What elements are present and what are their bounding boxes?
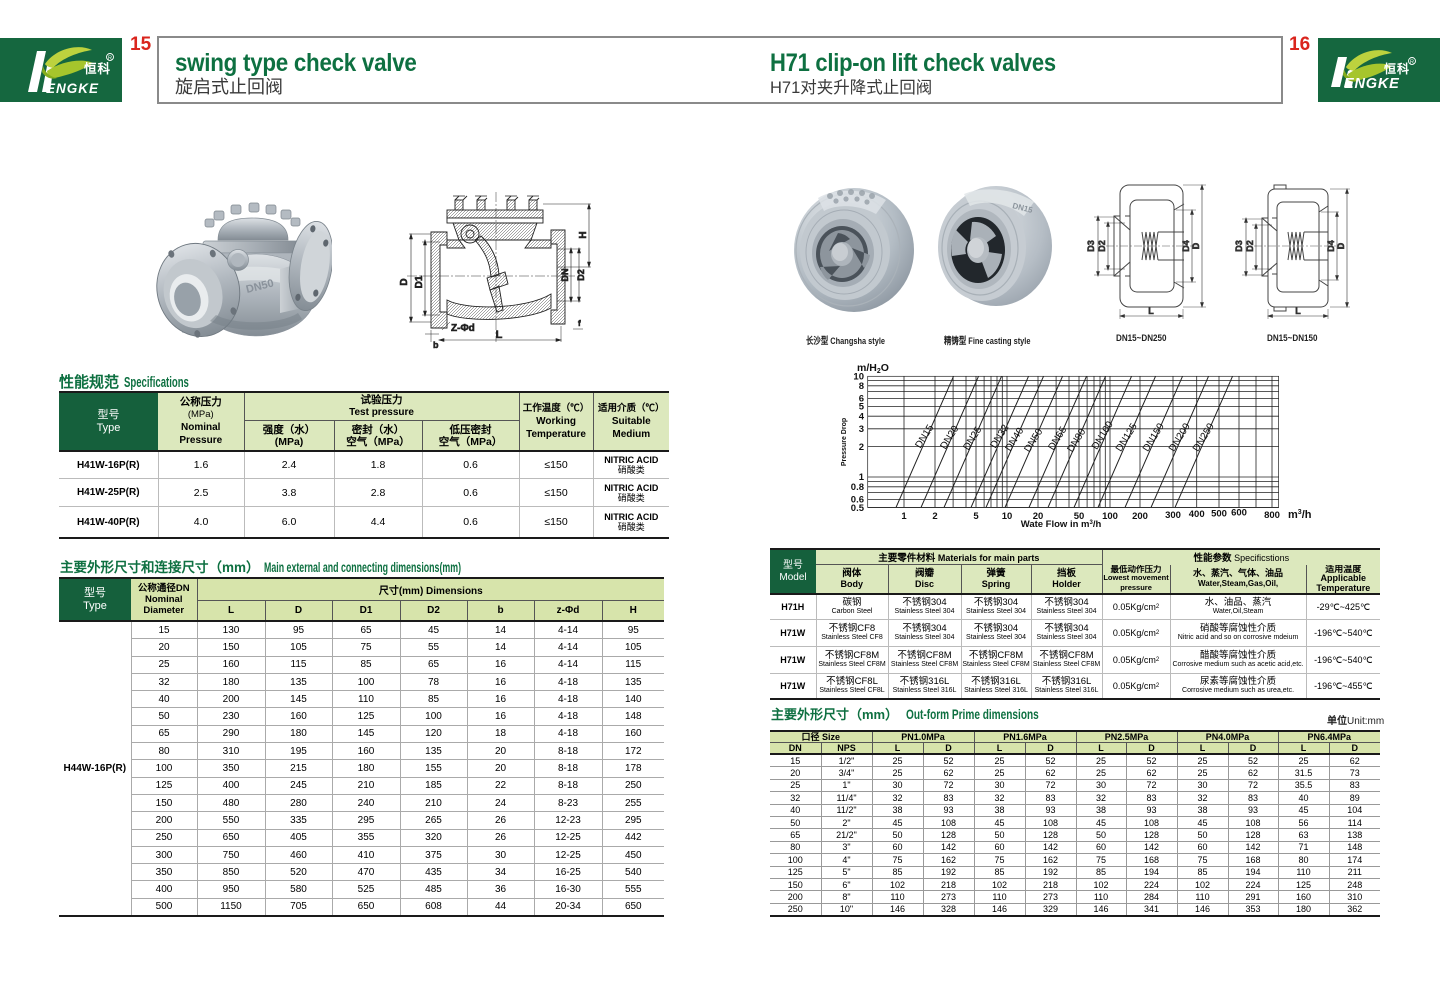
svg-text:m/H2O: m/H2O <box>857 362 889 375</box>
svg-text:500: 500 <box>1211 509 1227 520</box>
svg-text:D4: D4 <box>1326 240 1336 252</box>
svg-text:R: R <box>108 56 112 62</box>
svg-text:10: 10 <box>853 372 864 383</box>
svg-text:400: 400 <box>1189 509 1205 520</box>
svg-text:Wate Flow in m3/h: Wate Flow in m3/h <box>1021 519 1102 530</box>
svg-text:200: 200 <box>1132 511 1148 522</box>
svg-text:5: 5 <box>859 402 865 413</box>
svg-text:L: L <box>1148 306 1154 316</box>
svg-text:6: 6 <box>859 394 864 405</box>
svg-text:D2: D2 <box>1245 240 1255 252</box>
svg-text:恒科: 恒科 <box>84 61 111 76</box>
svg-text:8: 8 <box>859 381 864 392</box>
svg-text:0.5: 0.5 <box>851 503 865 514</box>
svg-text:DN150: DN150 <box>1141 421 1167 454</box>
svg-text:DN125: DN125 <box>1114 421 1140 454</box>
svg-text:L: L <box>496 329 503 341</box>
svg-text:b: b <box>433 340 439 350</box>
svg-text:4: 4 <box>859 411 865 422</box>
svg-text:D1: D1 <box>414 275 425 288</box>
svg-text:2: 2 <box>932 511 937 522</box>
svg-text:L: L <box>1295 306 1301 316</box>
svg-text:D: D <box>1191 242 1201 249</box>
svg-text:m3/h: m3/h <box>1288 509 1312 521</box>
svg-text:f: f <box>578 319 581 328</box>
svg-text:1: 1 <box>859 472 865 483</box>
svg-text:0.6: 0.6 <box>851 495 864 506</box>
svg-text:D: D <box>1336 242 1346 249</box>
svg-text:600: 600 <box>1231 508 1247 519</box>
svg-text:10: 10 <box>1002 511 1013 522</box>
svg-text:D4: D4 <box>1181 240 1191 252</box>
svg-text:300: 300 <box>1165 510 1181 521</box>
svg-text:5: 5 <box>973 511 979 522</box>
svg-text:ENGKE: ENGKE <box>46 81 99 96</box>
svg-text:DN200: DN200 <box>1167 421 1193 454</box>
svg-text:100: 100 <box>1102 511 1118 522</box>
svg-text:DN250: DN250 <box>1191 421 1217 454</box>
svg-text:0.8: 0.8 <box>851 482 864 493</box>
svg-text:3: 3 <box>859 424 864 435</box>
svg-text:D: D <box>399 278 410 285</box>
svg-text:DN50: DN50 <box>1022 427 1045 455</box>
svg-text:Z-Φd: Z-Φd <box>451 323 475 334</box>
svg-text:20: 20 <box>1033 511 1044 522</box>
svg-text:D2: D2 <box>1097 240 1107 252</box>
svg-text:Pressure Drop: Pressure Drop <box>841 418 848 466</box>
svg-text:50: 50 <box>1074 511 1085 522</box>
svg-text:DN: DN <box>560 269 570 282</box>
svg-text:1: 1 <box>901 511 907 522</box>
svg-text:D3: D3 <box>1086 240 1096 252</box>
svg-text:DN20: DN20 <box>938 424 961 452</box>
svg-text:H: H <box>578 231 589 238</box>
svg-text:ENGKE: ENGKE <box>1344 76 1400 92</box>
svg-text:800: 800 <box>1264 510 1280 521</box>
svg-text:R: R <box>1410 60 1414 66</box>
svg-text:D3: D3 <box>1234 240 1244 252</box>
svg-text:2: 2 <box>859 442 864 453</box>
svg-text:恒科: 恒科 <box>1384 61 1410 76</box>
svg-text:D2: D2 <box>576 269 586 281</box>
